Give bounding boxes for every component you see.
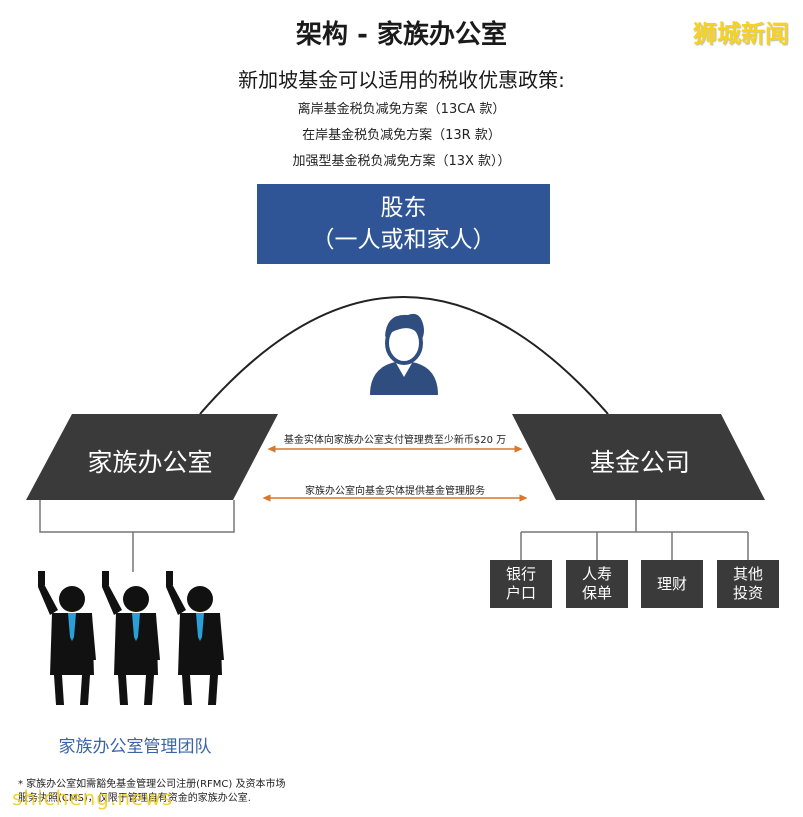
footnote-line: 服务执照(CMS)，仅限于管理自有资金的家族办公室.	[18, 793, 251, 804]
management-team-label: 家族办公室管理团队	[58, 737, 212, 757]
page-title: 架构 - 家族办公室	[296, 20, 507, 50]
shareholder-box: 股东 （一人或和家人）	[257, 184, 550, 264]
asset-box-other-investments: 其他 投资	[717, 560, 779, 608]
family-office-connector	[39, 500, 235, 572]
ownership-arch	[199, 296, 609, 415]
fund-company-connector	[520, 500, 749, 560]
person-avatar-icon	[370, 313, 438, 395]
subtitle: 新加坡基金可以适用的税收优惠政策:	[238, 68, 565, 92]
asset-box-wealth-management: 理财	[641, 560, 703, 608]
policy-item: 在岸基金税负减免方案（13R 款）	[302, 128, 501, 143]
family-office-label: 家族办公室	[87, 448, 213, 477]
asset-box-bank-account: 银行 户口	[490, 560, 552, 608]
fund-company-label: 基金公司	[589, 448, 690, 477]
policy-item: 离岸基金税负减免方案（13CA 款）	[297, 102, 506, 117]
asset-box-life-insurance: 人寿 保单	[566, 560, 628, 608]
watermark-domain: shicheng.news	[12, 786, 174, 810]
team-member-icon	[102, 571, 160, 705]
watermark-logo-text: 狮城新闻	[693, 20, 789, 48]
footnote-line: * 家族办公室如需豁免基金管理公司注册(RFMC) 及资本市场	[18, 779, 286, 790]
fund-company-shape	[512, 414, 765, 500]
fund-service-label: 家族办公室向基金实体提供基金管理服务	[305, 486, 485, 497]
footnote: * 家族办公室如需豁免基金管理公司注册(RFMC) 及资本市场 服务执照(CMS…	[18, 778, 285, 806]
team-member-icon	[166, 571, 224, 705]
shareholder-label: 股东	[380, 195, 427, 221]
management-fee-label: 基金实体向家族办公室支付管理费至少新币$20 万	[283, 435, 507, 446]
team-member-icon	[38, 571, 96, 705]
family-office-shape	[26, 414, 278, 500]
shareholder-sublabel: （一人或和家人）	[311, 227, 496, 253]
policy-item: 加强型基金税负减免方案（13X 款））	[292, 154, 511, 169]
